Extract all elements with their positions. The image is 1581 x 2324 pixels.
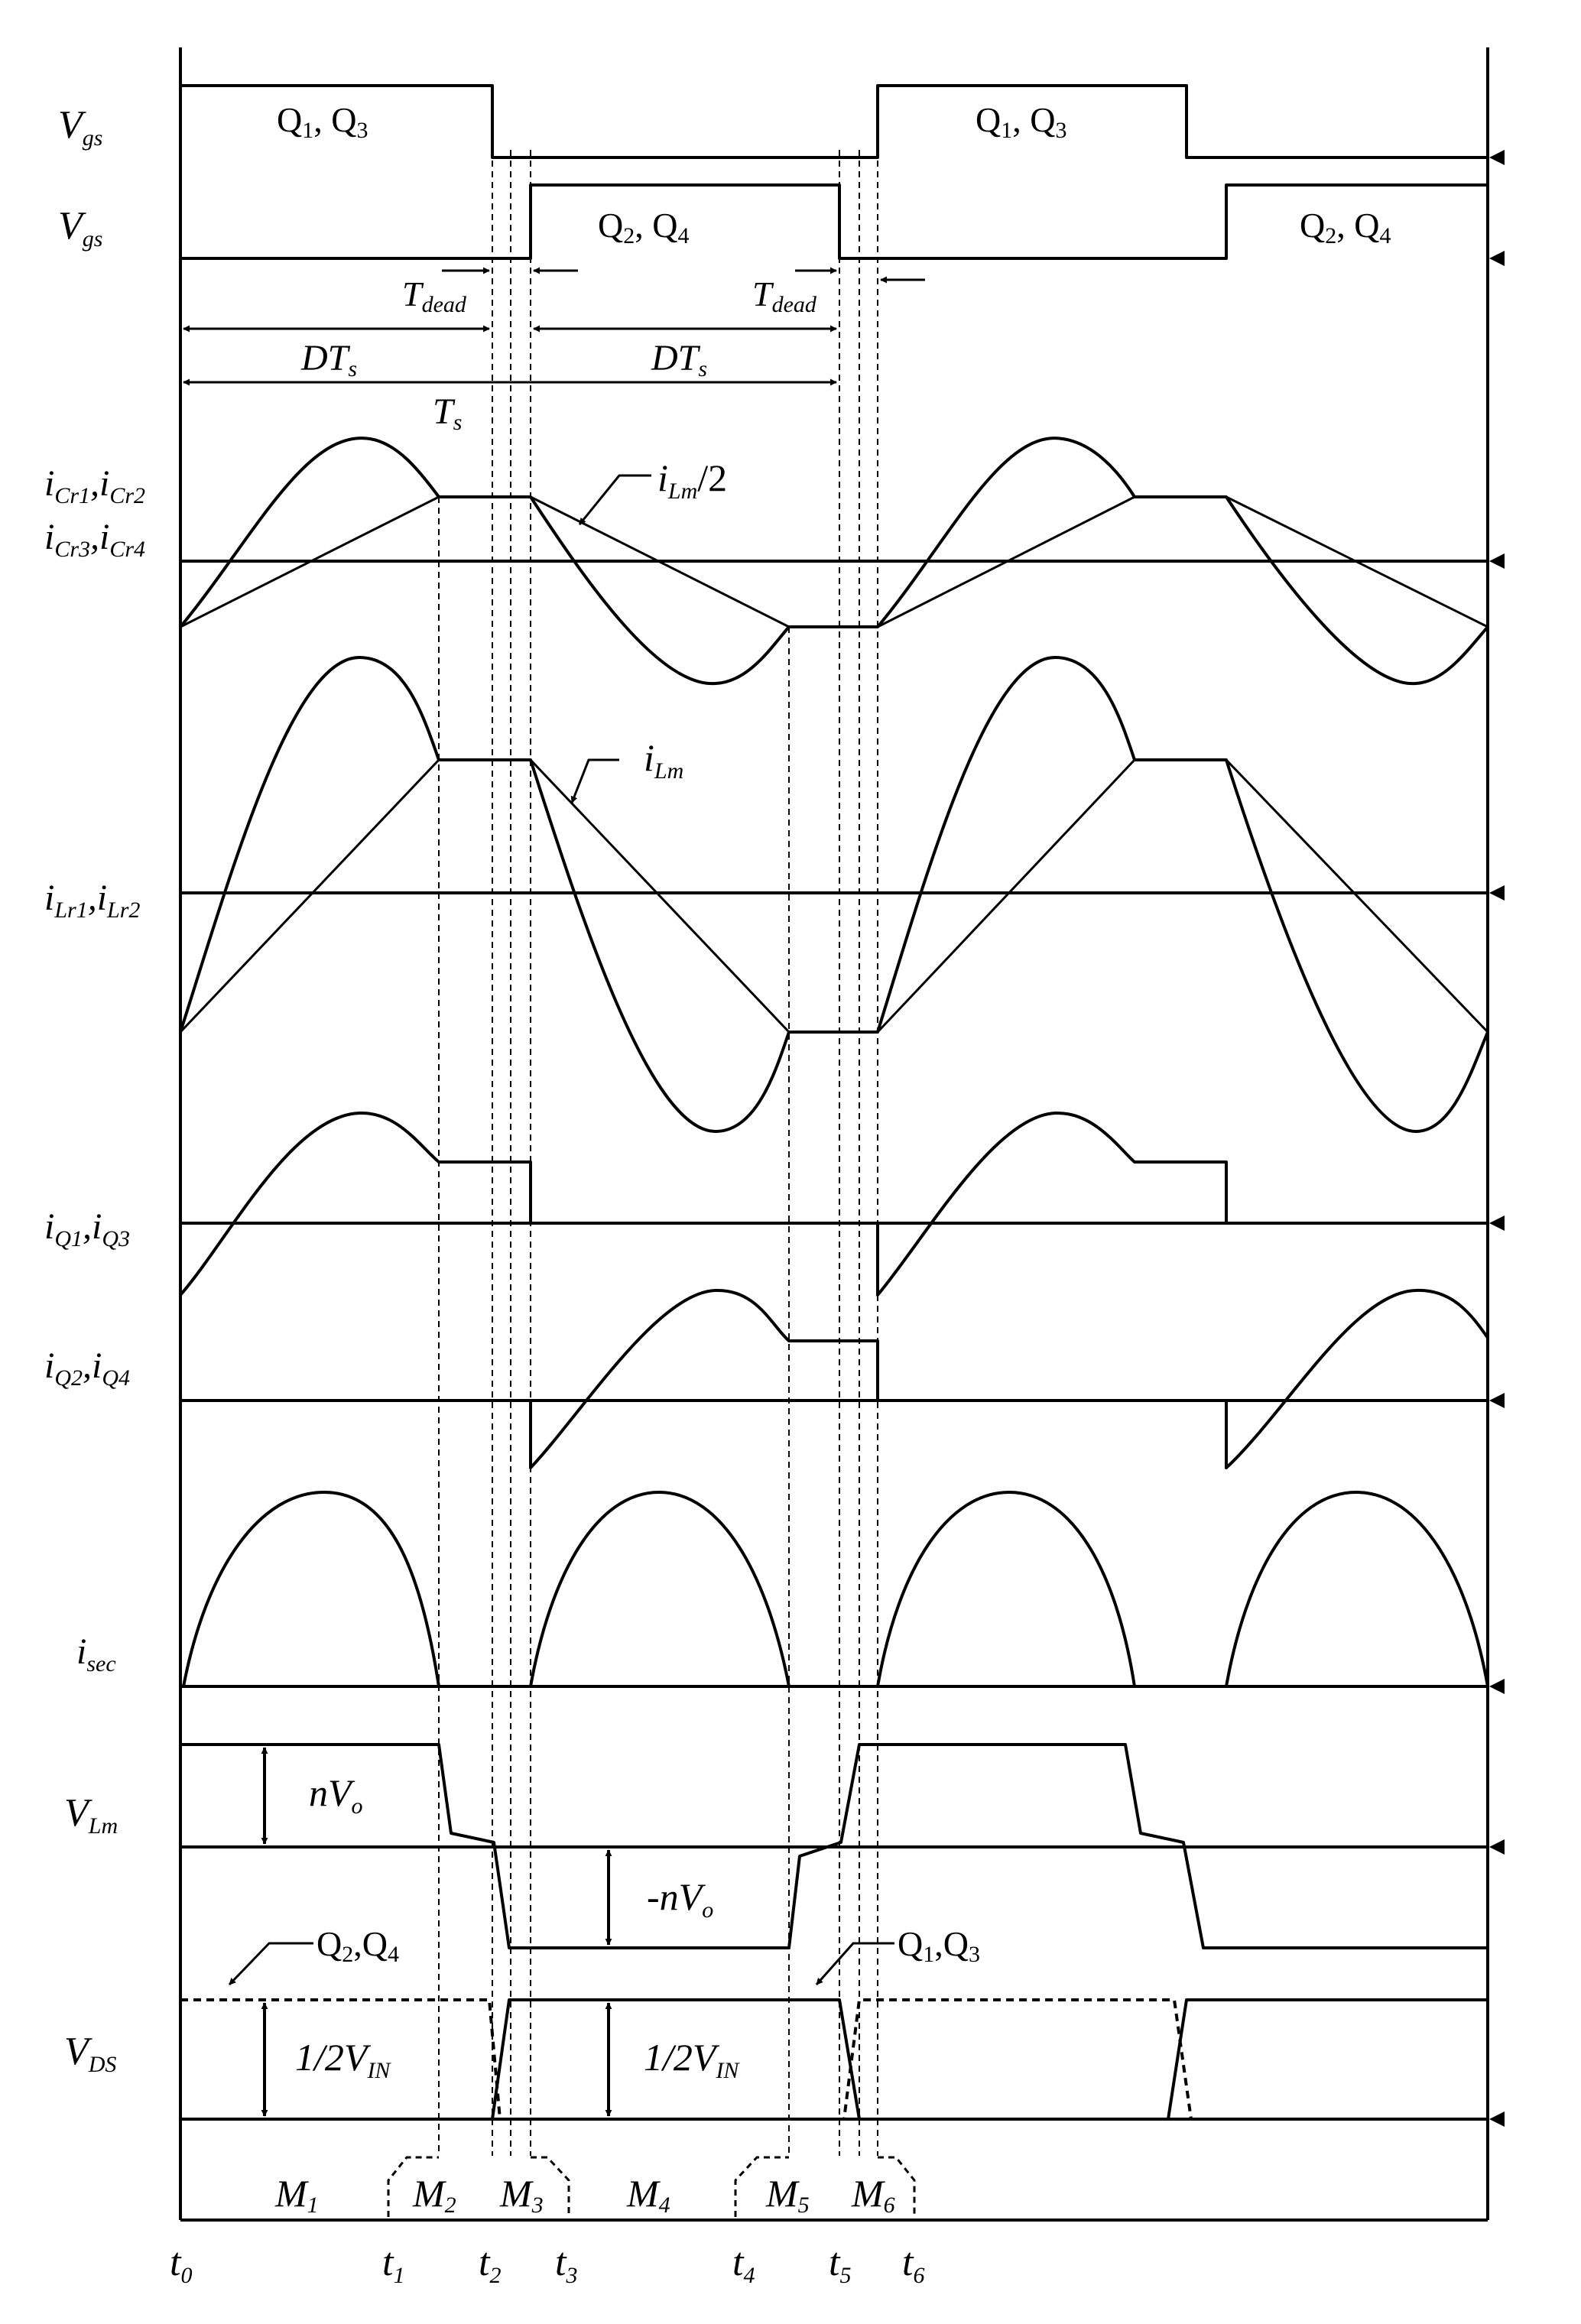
time-tick: t0 (170, 2241, 192, 2288)
label-nvo: nVo (309, 1771, 363, 1819)
label-icr-line2: iCr3,iCr4 (44, 517, 145, 562)
label-iq13: iQ1,iQ3 (44, 1206, 130, 1251)
gate-signal-q1-q3 (179, 84, 1488, 159)
label-dts-2: DTs (651, 338, 707, 381)
time-tick: t1 (382, 2241, 404, 2288)
baseline-marker (1489, 1839, 1505, 1855)
baseline-marker (1489, 1679, 1505, 1694)
baseline-marker (1489, 2111, 1505, 2127)
time-tick: t6 (902, 2241, 924, 2288)
time-tick: t2 (479, 2241, 501, 2288)
mode-brackets (387, 2156, 916, 2217)
label-tdead-1: Tdead (402, 274, 467, 317)
mode-labels: M1 M2 M3 M4 M5 M6 (274, 2172, 895, 2218)
label-tdead-2: Tdead (752, 274, 817, 317)
label-vgs-2: Vgs (58, 204, 102, 252)
waveform-labels: Vgs Vgs iCr1,iCr2 iCr3,iCr4 iLr1,iLr2 iQ… (44, 103, 145, 2077)
label-ts: Ts (433, 391, 462, 435)
mode-label: M5 (765, 2172, 810, 2218)
label-half-vin-1: 1/2VIN (295, 2036, 391, 2083)
label-vds-q13: Q1,Q3 (898, 1924, 980, 1967)
label-vds-q24: Q2,Q4 (317, 1924, 399, 1967)
pulse-label-q24-1: Q2, Q4 (598, 206, 689, 248)
label-vlm: VLm (64, 1791, 118, 1839)
iq24-waveform (529, 1288, 1489, 1469)
isec-waveform (182, 1491, 1489, 1687)
vlm-waveform (180, 1743, 1488, 1949)
vds-q13-waveform (180, 1998, 1488, 2121)
iq13-waveform (179, 1111, 1228, 1297)
diagram-frame (179, 47, 1489, 2222)
mode-label: M2 (412, 2172, 456, 2218)
label-dts-1: DTs (300, 338, 357, 381)
mode-label: M6 (851, 2172, 895, 2218)
vds-q24-waveform (180, 1998, 1488, 2121)
pulse-label-q13-2: Q1, Q3 (976, 100, 1066, 143)
time-tick: t3 (555, 2241, 577, 2288)
pulse-label-q24-2: Q2, Q4 (1300, 206, 1391, 248)
time-dividers (438, 150, 878, 2156)
label-neg-nvo: -nVo (647, 1875, 713, 1923)
baseline-marker (1489, 1393, 1505, 1408)
label-ilm-half: iLm/2 (657, 456, 727, 504)
timing-labels: Tdead Tdead DTs DTs Ts (300, 274, 817, 435)
vds-q13-pointer (815, 1942, 894, 1985)
baseline-end-markers (1489, 150, 1505, 2127)
baseline-marker (1489, 553, 1505, 569)
gate-signal-q2-q4 (180, 183, 1488, 260)
gate-pulse-labels: Q1, Q3 Q2, Q4 Q1, Q3 Q2, Q4 (277, 100, 1391, 248)
label-half-vin-2: 1/2VIN (644, 2036, 740, 2083)
vds-dimension-arrows (261, 2002, 612, 2117)
vlm-dimension-arrows (261, 1747, 612, 1946)
label-icr-line1: iCr1,iCr2 (44, 463, 145, 508)
time-tick: t5 (829, 2241, 851, 2288)
mode-label: M4 (626, 2172, 670, 2218)
ilm-waveform (179, 758, 1489, 1034)
vds-q24-pointer (228, 1942, 313, 1986)
bracket-m6 (878, 2156, 916, 2217)
baseline-marker (1489, 1216, 1505, 1231)
bracket-m3 (531, 2156, 570, 2217)
label-isec: isec (76, 1631, 116, 1676)
baseline-marker (1489, 885, 1505, 901)
label-ilr: iLr1,iLr2 (44, 878, 140, 923)
ilm-half-pointer (578, 474, 651, 525)
label-vgs-1: Vgs (58, 103, 102, 151)
mode-label: M3 (499, 2172, 544, 2218)
baseline-marker (1489, 150, 1505, 165)
baseline-marker (1489, 251, 1505, 266)
timing-arrows (183, 267, 925, 386)
ilm-half-waveform (180, 495, 1488, 628)
label-iq24: iQ2,iQ4 (44, 1345, 130, 1391)
pointer-lines (228, 474, 894, 1986)
ilm-pointer (570, 758, 619, 803)
mode-label: M1 (274, 2172, 319, 2218)
pulse-label-q13-1: Q1, Q3 (277, 100, 368, 143)
label-ilm: iLm (644, 736, 683, 784)
annotation-labels: iLm/2 iLm nVo -nVo 1/2VIN 1/2VIN Q2,Q4 Q… (295, 456, 980, 2083)
time-tick: t4 (732, 2241, 755, 2288)
label-vds: VDS (64, 2030, 116, 2077)
time-tick-labels: t0 t1 t2 t3 t4 t5 t6 (170, 2241, 924, 2288)
